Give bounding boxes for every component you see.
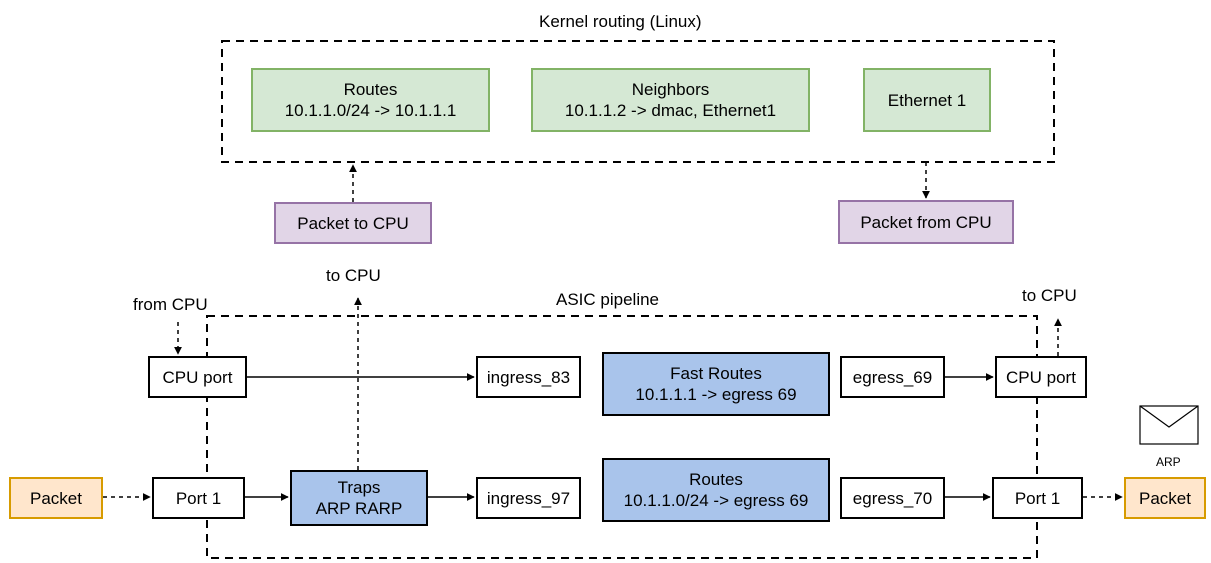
to-cpu-mid-label: to CPU <box>326 266 381 285</box>
asic-routes-title: Routes <box>689 470 743 489</box>
port1-right-label: Port 1 <box>1014 488 1061 508</box>
asic-container <box>206 315 1038 559</box>
port1-left-box: Port 1 <box>152 477 245 519</box>
ingress-83-box: ingress_83 <box>476 356 581 398</box>
kernel-routes-title: Routes <box>343 80 398 99</box>
cpu-port-right-box: CPU port <box>995 356 1087 398</box>
fast-routes-detail: 10.1.1.1 -> egress 69 <box>635 385 797 404</box>
ingress-97-label: ingress_97 <box>486 488 571 508</box>
packet-to-cpu-label: Packet to CPU <box>297 213 409 233</box>
packet-from-cpu-box: Packet from CPU <box>838 200 1014 244</box>
packet-from-cpu-label: Packet from CPU <box>860 212 992 232</box>
from-cpu-label: from CPU <box>133 295 208 314</box>
kernel-title: Kernel routing (Linux) <box>539 12 702 31</box>
kernel-routes-detail: 10.1.1.0/24 -> 10.1.1.1 <box>284 101 457 120</box>
egress-70-label: egress_70 <box>852 488 933 508</box>
asic-routes-detail: 10.1.1.0/24 -> egress 69 <box>623 491 809 510</box>
traps-detail: ARP RARP <box>315 499 403 518</box>
egress-69-box: egress_69 <box>840 356 945 398</box>
kernel-ethernet-title: Ethernet 1 <box>887 90 967 110</box>
packet-to-cpu-box: Packet to CPU <box>274 202 432 244</box>
packet-out-box: Packet <box>1124 477 1206 519</box>
ingress-97-box: ingress_97 <box>476 477 581 519</box>
kernel-ethernet-box: Ethernet 1 <box>863 68 991 132</box>
kernel-neighbors-box: Neighbors 10.1.1.2 -> dmac, Ethernet1 <box>531 68 810 132</box>
kernel-neighbors-detail: 10.1.1.2 -> dmac, Ethernet1 <box>564 101 777 120</box>
asic-title: ASIC pipeline <box>556 290 660 309</box>
envelope-label: ARP <box>1156 455 1181 469</box>
packet-out-label: Packet <box>1139 488 1191 508</box>
traps-title: Traps <box>337 478 381 497</box>
traps-box: Traps ARP RARP <box>290 470 428 526</box>
envelope-icon <box>1139 405 1199 445</box>
packet-in-label: Packet <box>30 488 82 508</box>
ingress-83-label: ingress_83 <box>486 367 571 387</box>
fast-routes-title: Fast Routes <box>670 364 762 383</box>
kernel-routes-box: Routes 10.1.1.0/24 -> 10.1.1.1 <box>251 68 490 132</box>
port1-left-label: Port 1 <box>175 488 222 508</box>
cpu-port-left-label: CPU port <box>162 367 233 387</box>
packet-in-box: Packet <box>9 477 103 519</box>
fast-routes-box: Fast Routes 10.1.1.1 -> egress 69 <box>602 352 830 416</box>
kernel-neighbors-title: Neighbors <box>631 80 710 99</box>
asic-routes-box: Routes 10.1.1.0/24 -> egress 69 <box>602 458 830 522</box>
egress-70-box: egress_70 <box>840 477 945 519</box>
cpu-port-right-label: CPU port <box>1006 367 1076 387</box>
port1-right-box: Port 1 <box>992 477 1083 519</box>
egress-69-label: egress_69 <box>852 367 933 387</box>
to-cpu-right-label: to CPU <box>1022 286 1077 305</box>
cpu-port-left-box: CPU port <box>148 356 247 398</box>
